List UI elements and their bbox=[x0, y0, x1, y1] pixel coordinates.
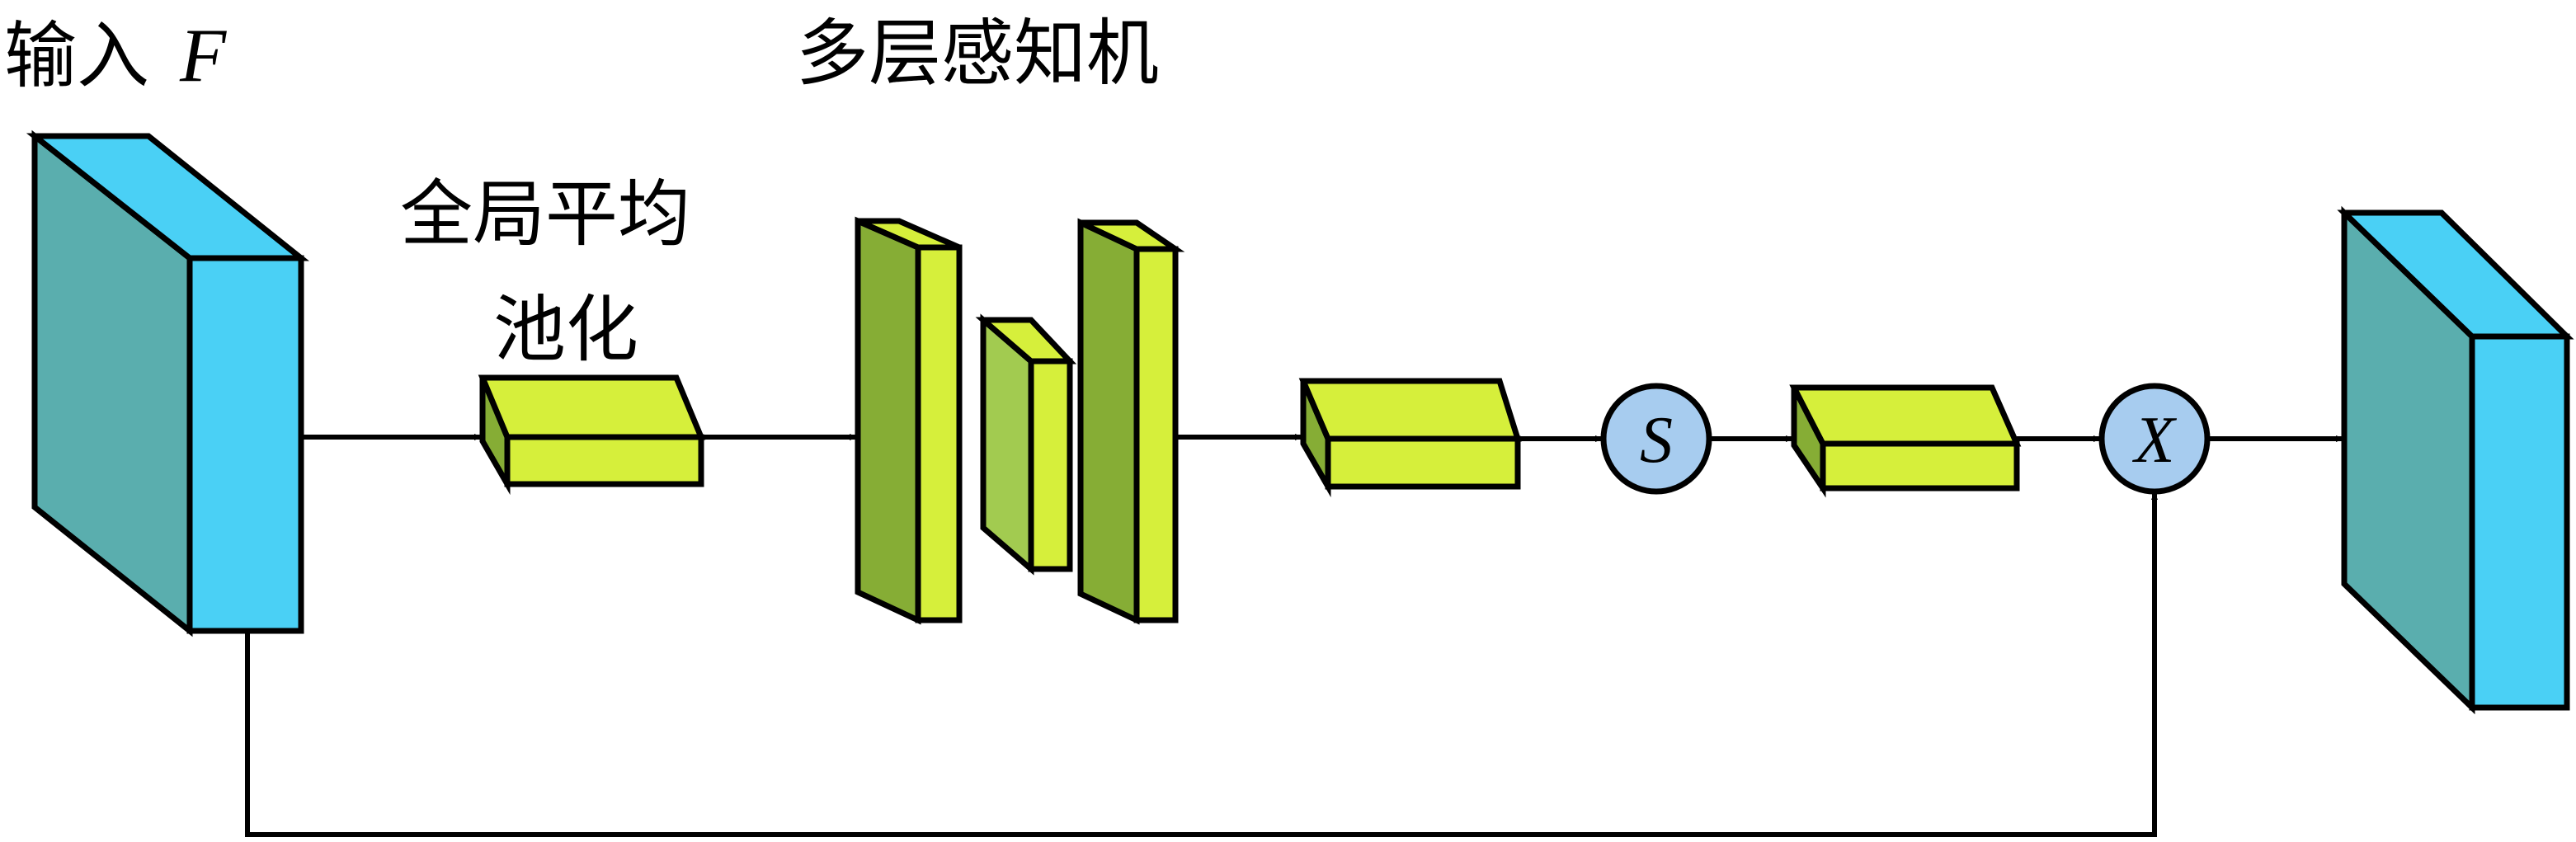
mlp-layer-1-side bbox=[855, 216, 921, 625]
attention-weight-vector-front bbox=[1820, 440, 2020, 492]
mlp-layer-3-front bbox=[1133, 246, 1179, 623]
input-label-text: 输入 bbox=[4, 13, 149, 98]
mlp-layer-1-front bbox=[915, 244, 963, 623]
mlp-output-vector bbox=[1298, 378, 1522, 498]
multiply-symbol: X bbox=[2132, 404, 2178, 477]
output-feature-map bbox=[2337, 205, 2574, 715]
skip-connection-arrow bbox=[245, 492, 2158, 837]
gap-label-line1: 全局平均 bbox=[400, 172, 690, 256]
mlp-layer-2 bbox=[975, 313, 1077, 576]
input-label-var: F bbox=[179, 13, 227, 97]
gap-label-line2: 池化 bbox=[493, 287, 638, 372]
mlp-layer-1 bbox=[855, 216, 963, 625]
sigmoid-symbol: S bbox=[1640, 404, 1673, 477]
gap-vector-front bbox=[504, 434, 704, 487]
input-feature-map bbox=[26, 129, 309, 637]
output-feature-front bbox=[2469, 333, 2570, 711]
mlp-layer-2-front bbox=[1028, 358, 1073, 572]
gap-vector-top bbox=[478, 374, 706, 440]
mlp-label: 多层感知机 bbox=[796, 11, 1159, 96]
sigmoid-operator: S bbox=[1600, 383, 1712, 495]
input-label: 输入 F bbox=[4, 13, 227, 98]
mlp-layer-3-side bbox=[1077, 218, 1140, 625]
mlp-layer-3 bbox=[1077, 218, 1185, 625]
multiply-operator: X bbox=[2098, 383, 2211, 495]
attention-weight-vector bbox=[1789, 384, 2022, 498]
attention-weight-vector-top bbox=[1789, 384, 2022, 447]
input-feature-front bbox=[186, 255, 304, 634]
gap-vector bbox=[478, 374, 706, 496]
mlp-output-vector-front bbox=[1325, 435, 1521, 490]
mlp-output-vector-top bbox=[1298, 378, 1522, 442]
